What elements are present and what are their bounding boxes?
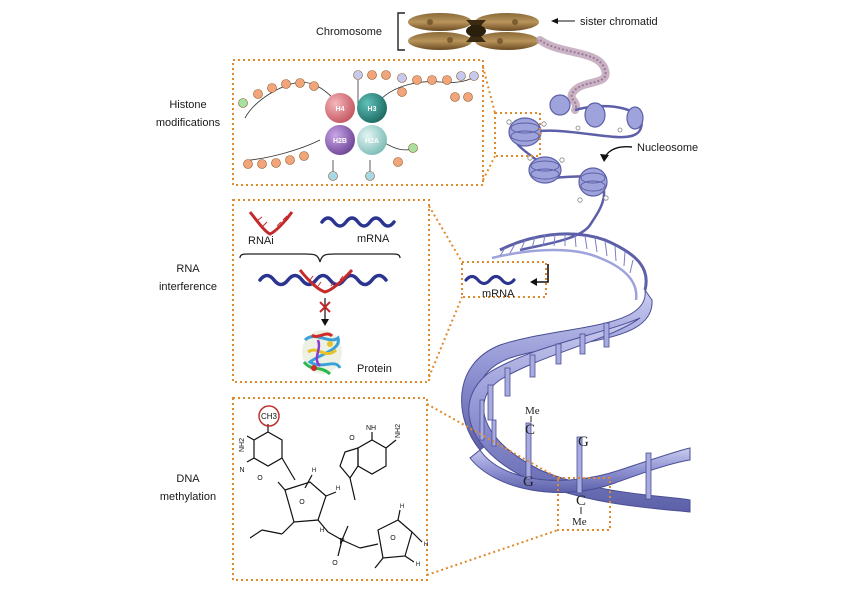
histone-octamer xyxy=(325,93,387,155)
h-label-5: H xyxy=(416,562,420,568)
block-x-icon xyxy=(319,301,331,313)
histone-tails xyxy=(244,74,479,172)
c-top-label: C xyxy=(525,422,535,438)
histone-marks xyxy=(238,70,479,181)
mrna-top-label: mRNA xyxy=(357,233,390,245)
histone-label-line1: Histone xyxy=(169,99,206,111)
nh-label: NH xyxy=(366,425,376,432)
mrna-side-label: mRNA xyxy=(482,288,515,300)
guanine-base xyxy=(339,432,397,501)
h-label-2: H xyxy=(336,486,340,492)
chromosome-label: Chromosome xyxy=(316,26,382,38)
protein-structure xyxy=(302,330,342,376)
nucleosome-label: Nucleosome xyxy=(637,142,698,154)
nucleosome-fiber xyxy=(506,94,644,252)
dna-label-line1: DNA xyxy=(176,473,200,485)
dotted-boxes xyxy=(232,59,611,581)
h-label-4: H xyxy=(400,504,404,510)
o-right-label: O xyxy=(349,435,355,442)
nucleosome-arrow xyxy=(603,145,633,161)
mrna-bound-strand xyxy=(258,273,388,287)
me-top-label: Me xyxy=(525,405,540,417)
phosphate-label: P xyxy=(339,537,344,546)
phosphate-o-label: O xyxy=(332,560,338,567)
nh2-left-label: NH2 xyxy=(239,438,246,452)
rnai-brace xyxy=(239,253,401,263)
me-bottom-label: Me xyxy=(572,516,587,528)
coiled-dna xyxy=(491,232,648,301)
sister-chromatid-label: sister chromatid xyxy=(580,16,658,28)
rnai-bound xyxy=(298,268,354,294)
chromosome-image xyxy=(397,12,539,51)
dna-label-line2: methylation xyxy=(160,491,216,503)
nh2-right-label: NH2 xyxy=(395,424,402,438)
h-label-1: H xyxy=(312,468,316,474)
o-ring-left-label: O xyxy=(299,499,305,506)
g-top-label: G xyxy=(578,434,589,450)
histone-label-line2: modifications xyxy=(156,117,221,129)
ch3-label: CH3 xyxy=(261,412,278,421)
h-label-3: H xyxy=(320,528,324,534)
rnai-label: RNAi xyxy=(248,235,274,247)
rna-label-line2: interference xyxy=(159,281,217,293)
transcription-arrow xyxy=(534,264,549,283)
protein-label: Protein xyxy=(357,363,392,375)
dna-ladder xyxy=(461,289,691,513)
n-left-label: N xyxy=(239,467,244,474)
h3-label: H3 xyxy=(368,106,377,113)
h-label-6: H xyxy=(424,542,428,548)
o-ring-right-label: O xyxy=(390,535,396,542)
rna-label-line1: RNA xyxy=(176,263,200,275)
sister-chromatid-arrowhead xyxy=(551,18,558,24)
h2b-label: H2B xyxy=(333,138,347,145)
h2a-label: H2A xyxy=(365,138,379,145)
deoxyribose-phosphate-backbone xyxy=(249,474,423,569)
o-left-label: O xyxy=(257,475,263,482)
mrna-transcript xyxy=(464,274,516,286)
methylated-cytosine xyxy=(246,405,296,481)
c-bottom-label: C xyxy=(576,493,586,509)
rnai-hairpin xyxy=(248,211,294,236)
h4-label: H4 xyxy=(336,106,345,113)
mrna-strand-top xyxy=(320,216,396,228)
g-bottom-label: G xyxy=(523,474,534,490)
